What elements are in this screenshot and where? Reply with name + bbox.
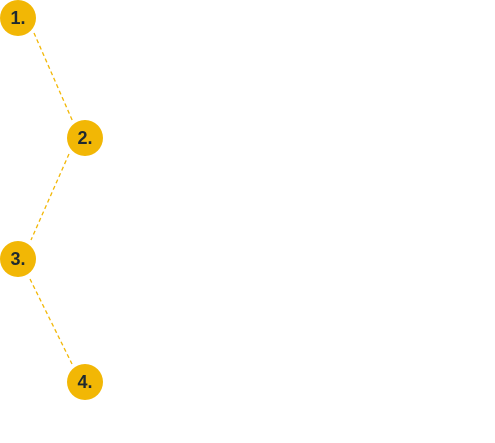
step-2-badge: 2.	[67, 120, 103, 156]
step-1-label: 1.	[10, 8, 26, 28]
step-4-badge: 4.	[67, 364, 103, 400]
step-2-label: 2.	[77, 128, 93, 148]
connector-2-3	[30, 153, 70, 241]
connector-3-4	[29, 278, 73, 365]
connector-1-2	[33, 32, 74, 123]
step-3-label: 3.	[10, 249, 26, 269]
step-3-badge: 3.	[0, 241, 36, 277]
step-4-label: 4.	[77, 372, 93, 392]
step-1-badge: 1.	[0, 0, 36, 36]
